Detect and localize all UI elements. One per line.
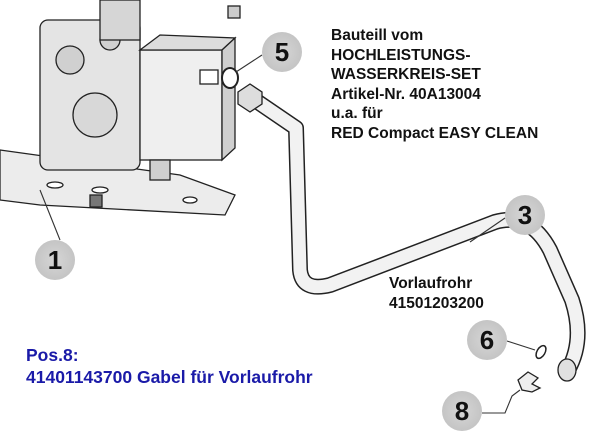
info-line: u.a. für	[331, 105, 383, 122]
info-line: RED Compact EASY CLEAN	[331, 124, 539, 142]
info-line: HOCHLEISTUNGS-	[331, 46, 471, 64]
hydraulic-unit	[39, 0, 241, 208]
note-title: Pos.8:	[26, 345, 79, 365]
position-balloon-1: 1	[35, 240, 75, 280]
balloon-number: 1	[47, 244, 63, 275]
balloon-number: 3	[517, 199, 533, 230]
component-info-block: Bauteill vom HOCHLEISTUNGS- WASSERKREIS-…	[331, 26, 538, 143]
leader-lines	[39, 54, 536, 414]
note-text: 41401143700 Gabel für Vorlaufrohr	[26, 367, 313, 387]
seal-6	[535, 344, 547, 360]
pipe-part-number: 41501203200	[389, 294, 484, 312]
balloon-number: 5	[274, 36, 290, 67]
info-line: Artikel-Nr. 40A13004	[331, 85, 481, 103]
fork-8	[517, 371, 542, 393]
position-balloon-5: 5	[262, 32, 302, 72]
balloon-number: 6	[479, 324, 495, 355]
position-8-note: Pos.8: 41401143700 Gabel für Vorlaufrohr	[26, 344, 313, 388]
seal-5	[221, 67, 239, 89]
pipe-name: Vorlaufrohr	[389, 275, 473, 292]
info-line: WASSERKREIS-SET	[331, 66, 481, 83]
position-balloon-8: 8	[442, 391, 482, 431]
position-balloon-3: 3	[505, 195, 545, 235]
position-balloon-6: 6	[467, 320, 507, 360]
info-line: Bauteill vom	[331, 27, 424, 44]
balloon-number: 8	[454, 395, 470, 426]
pipe-label: Vorlaufrohr 41501203200	[389, 274, 484, 313]
